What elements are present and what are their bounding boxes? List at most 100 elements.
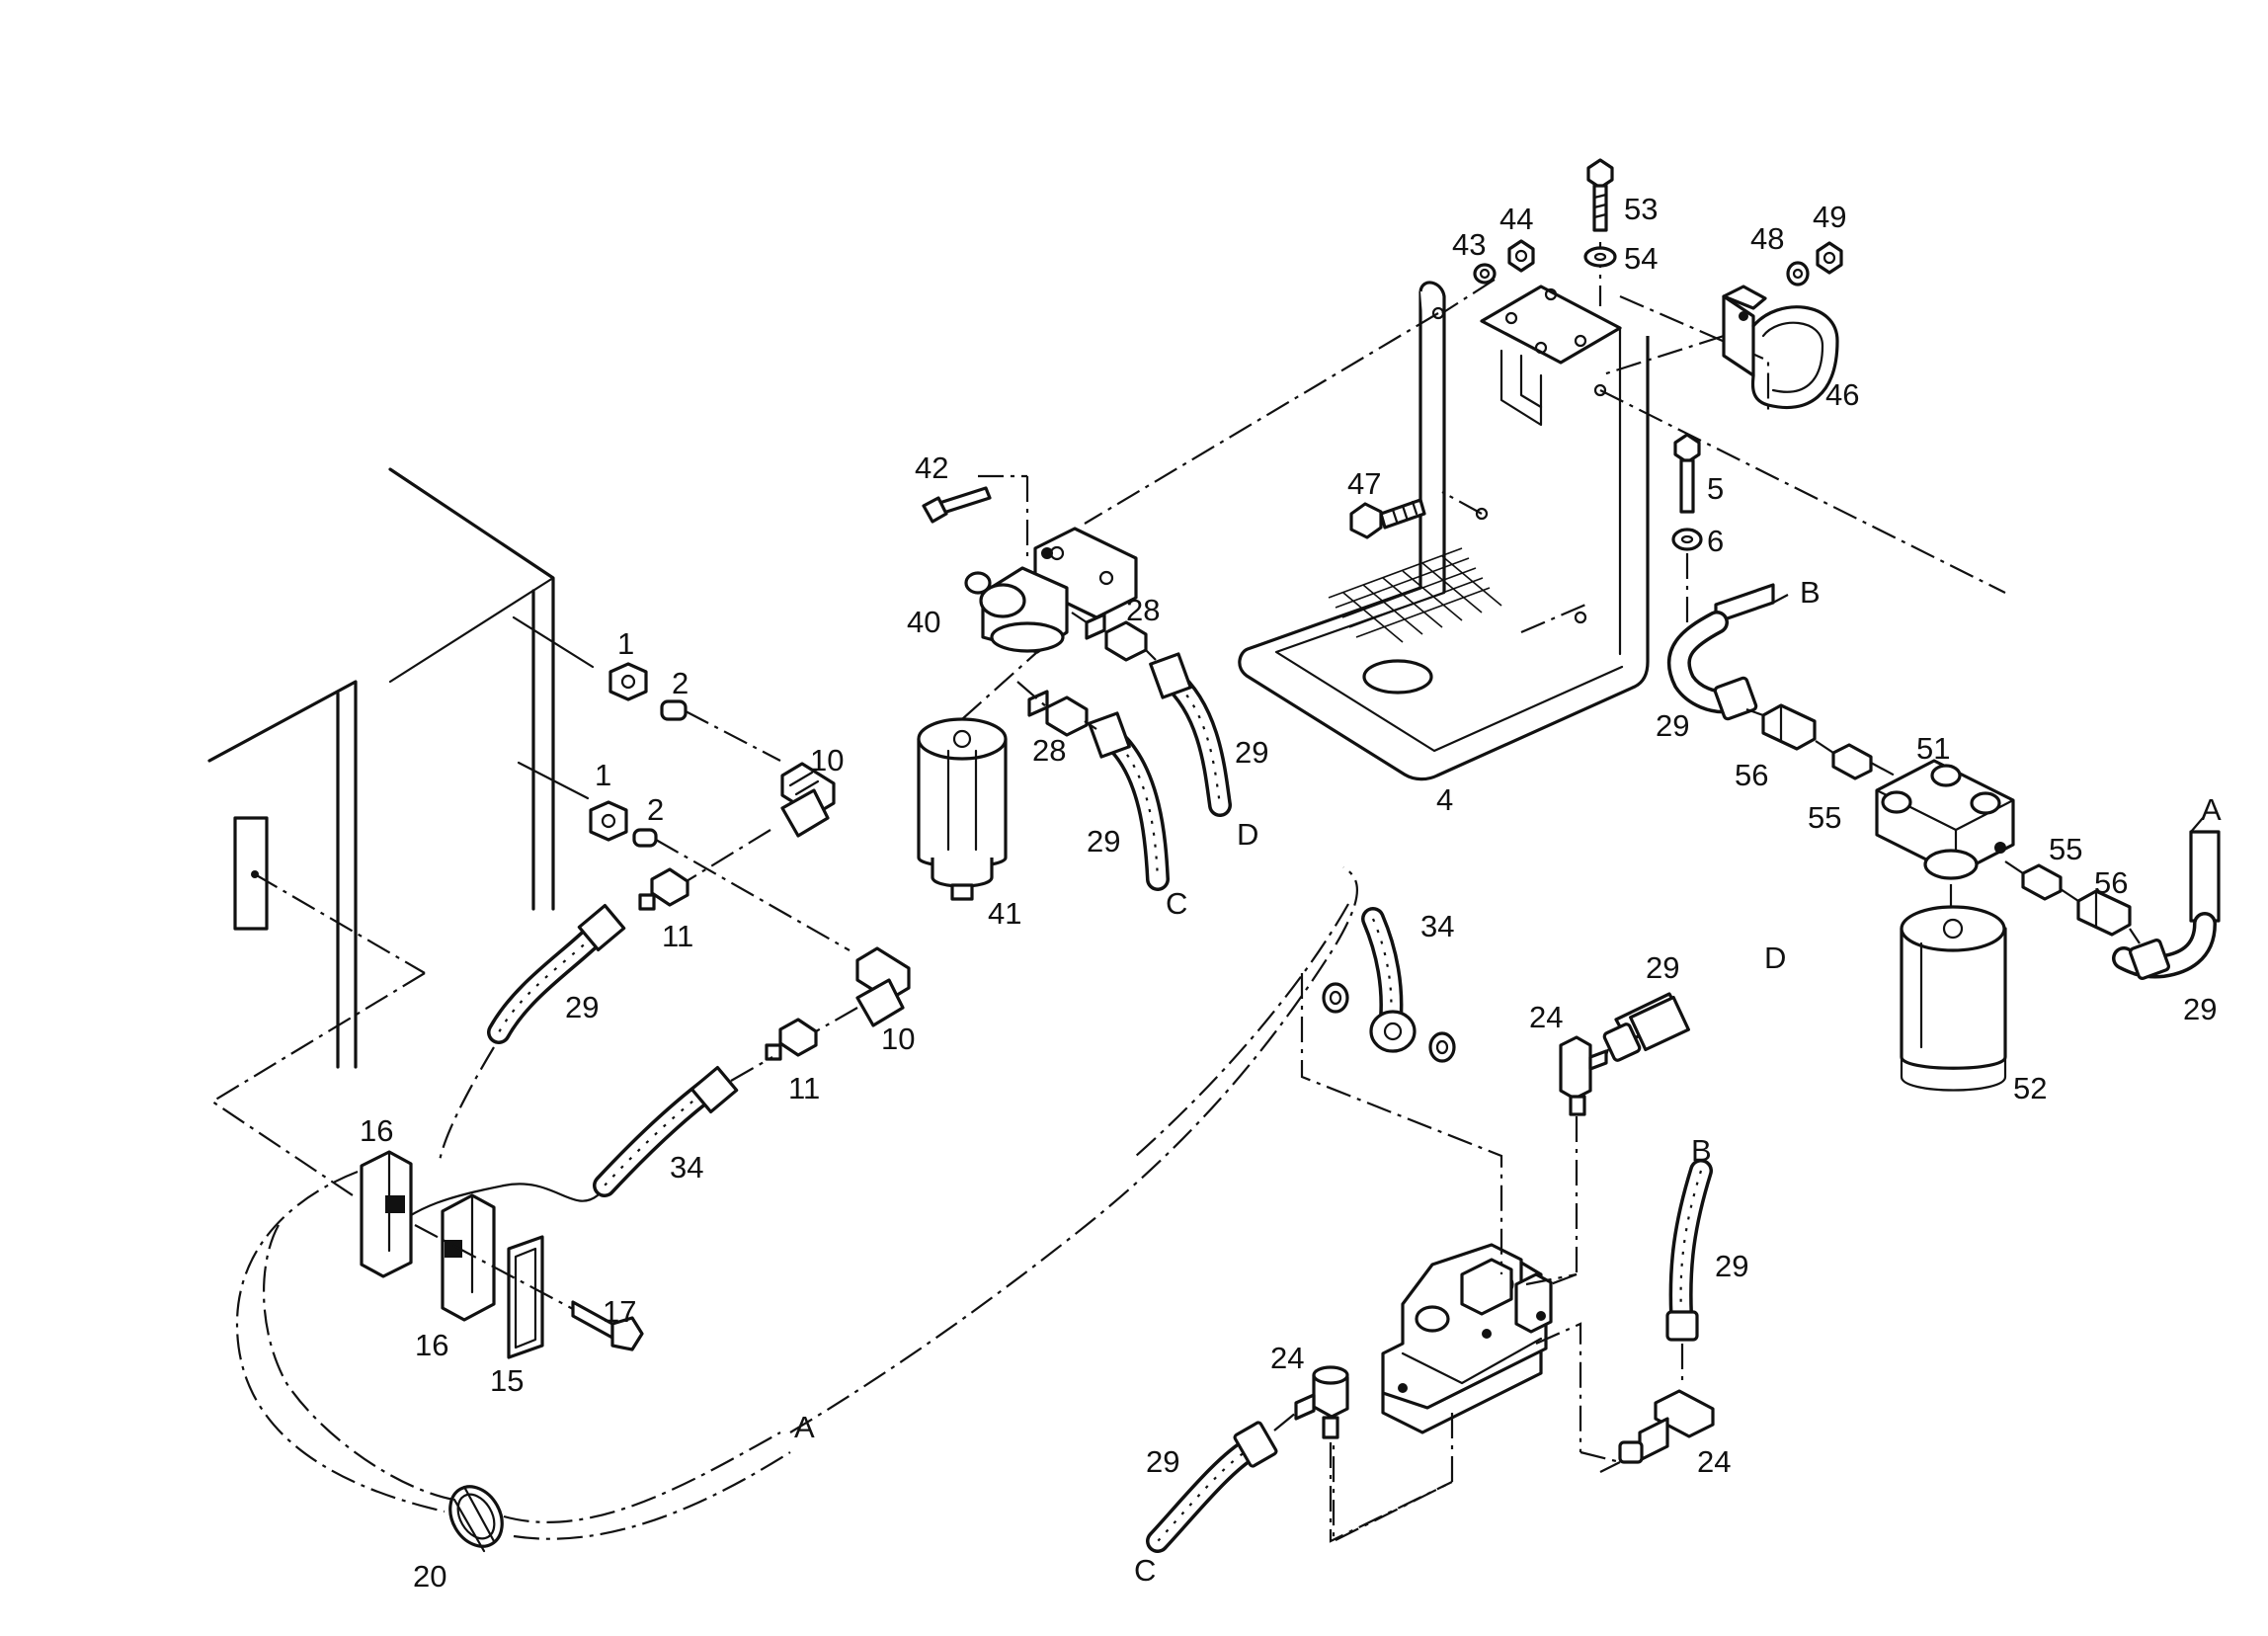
hose-29-to-D — [1145, 649, 1232, 817]
label-29-D: 29 — [1235, 735, 1268, 770]
hose-29-left — [438, 903, 626, 1162]
elbow-fitting-10-lower — [855, 946, 911, 1027]
label-42: 42 — [915, 450, 948, 485]
label-20: 20 — [413, 1559, 446, 1594]
label-1-upper: 1 — [617, 626, 634, 661]
label-B-upper: B — [1800, 575, 1821, 610]
nut-49 — [1816, 241, 1843, 275]
hose-29-C-lower — [1146, 1412, 1297, 1553]
label-24-lower-right: 24 — [1697, 1444, 1731, 1479]
union-56-lower — [2060, 888, 2132, 937]
label-34-left: 34 — [670, 1150, 703, 1185]
pipe-clip-46 — [1599, 285, 1839, 410]
label-15: 15 — [490, 1363, 524, 1398]
label-46: 46 — [1825, 377, 1859, 412]
injection-pump — [1300, 973, 1621, 1543]
label-1-lower: 1 — [595, 758, 611, 792]
label-17: 17 — [603, 1294, 636, 1329]
upper-nut-fitting-group — [512, 615, 836, 838]
label-28-upper: 28 — [1126, 593, 1160, 627]
connector-11-lower — [765, 1007, 858, 1061]
label-24-lower-left: 24 — [1270, 1341, 1304, 1375]
crosshatch-area — [1328, 547, 1502, 643]
fuel-line-A-loop — [235, 866, 1359, 1540]
bolt-47 — [1349, 498, 1426, 539]
hose-29-D-lower — [1602, 992, 1690, 1062]
label-41: 41 — [988, 896, 1021, 931]
washer-43 — [1441, 263, 1497, 314]
hose-34-left — [383, 1056, 773, 1237]
label-24-upper: 24 — [1529, 1000, 1563, 1034]
label-C-lower: C — [1134, 1553, 1156, 1588]
clamp-block-16-right — [441, 1193, 496, 1322]
fuel-filter-52 — [1900, 905, 2007, 1092]
label-2-lower: 2 — [647, 792, 664, 827]
tee-24-upper — [1510, 1035, 1608, 1301]
union-55-upper — [1815, 740, 1898, 780]
clamp-plate-15 — [507, 1235, 544, 1359]
label-48: 48 — [1750, 221, 1784, 256]
label-29-C-lower: 29 — [1146, 1444, 1179, 1479]
connector-11-upper — [638, 867, 689, 911]
label-34-right: 34 — [1420, 909, 1454, 943]
hose-clamp-20 — [448, 1485, 504, 1553]
label-10-upper: 10 — [810, 743, 844, 777]
label-C-upper: C — [1166, 886, 1187, 921]
label-29-B-lower: 29 — [1715, 1249, 1748, 1283]
fuel-filter-41 — [917, 651, 1038, 901]
hose-29-B-upper — [1666, 583, 1789, 721]
label-A-left: A — [794, 1410, 815, 1444]
label-44: 44 — [1499, 202, 1533, 236]
lower-nut-fitting-group — [517, 761, 911, 1027]
label-55-upper: 55 — [1808, 800, 1841, 835]
hose-29-to-C — [1084, 711, 1170, 891]
clamp-block-16-left — [360, 1150, 413, 1278]
label-40: 40 — [907, 605, 940, 639]
label-16-lower: 16 — [415, 1328, 448, 1362]
union-55-lower — [2004, 860, 2063, 901]
label-55-lower: 55 — [2049, 832, 2082, 866]
label-29-B: 29 — [1656, 708, 1689, 743]
bolt-53 — [1586, 158, 1614, 306]
label-47: 47 — [1347, 466, 1381, 501]
nut-44 — [1507, 239, 1535, 273]
label-D-upper: D — [1237, 817, 1258, 852]
union-28-lower — [1016, 681, 1089, 737]
bolt-17 — [414, 1224, 644, 1351]
tee-24-lower-right — [1599, 1389, 1715, 1473]
label-29-A: 29 — [2183, 992, 2217, 1026]
hose-29-A-right — [2112, 817, 2221, 980]
filter-head-40 — [964, 474, 1138, 654]
washer-6 — [1671, 528, 1703, 551]
union-56-upper — [1745, 703, 1817, 751]
label-29-D-lower: 29 — [1646, 950, 1679, 985]
engine-block-outline — [207, 467, 555, 1198]
label-29-C: 29 — [1087, 824, 1120, 859]
label-11-lower: 11 — [788, 1071, 820, 1105]
label-56-lower: 56 — [2094, 865, 2128, 900]
label-29-left: 29 — [565, 990, 599, 1024]
label-B-lower: B — [1691, 1133, 1712, 1168]
hose-29-B-lower — [1665, 1159, 1713, 1383]
label-52: 52 — [2013, 1071, 2047, 1105]
banjo-34-right — [1322, 907, 1456, 1063]
label-49: 49 — [1813, 200, 1846, 234]
label-54: 54 — [1624, 241, 1658, 276]
washer-48 — [1786, 261, 1810, 286]
bolt-42 — [922, 486, 992, 524]
mounting-bracket-4 — [1084, 281, 2006, 781]
label-43: 43 — [1452, 227, 1486, 262]
filter-head-51 — [1875, 759, 2015, 909]
label-28-lower: 28 — [1032, 733, 1066, 768]
union-28-upper — [1071, 612, 1148, 662]
label-A-right: A — [2201, 792, 2222, 827]
label-D-lower: D — [1764, 941, 1786, 975]
label-4: 4 — [1436, 782, 1453, 817]
elbow-fitting-10-upper — [780, 762, 836, 838]
callout-labels: 53 44 43 54 48 49 46 42 47 5 6 40 28 28 … — [360, 192, 2222, 1594]
label-6: 6 — [1707, 524, 1724, 558]
washer-54 — [1583, 246, 1617, 268]
label-53: 53 — [1624, 192, 1658, 226]
label-2-upper: 2 — [672, 666, 688, 700]
